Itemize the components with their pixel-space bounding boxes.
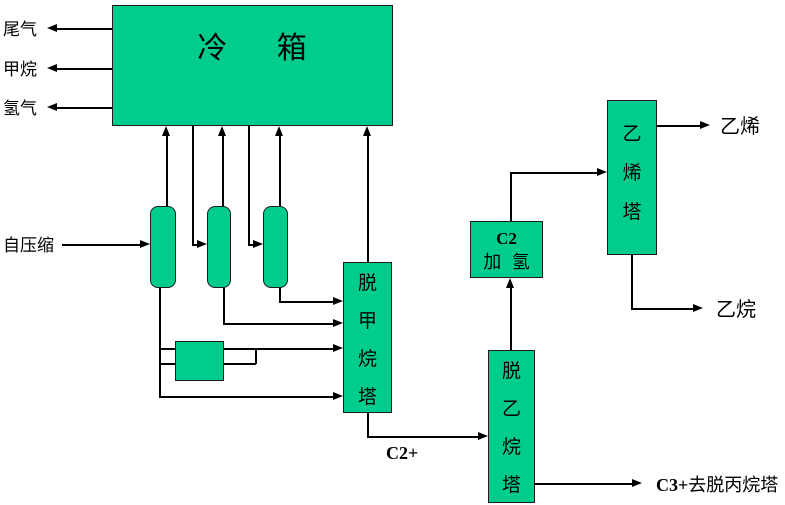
coldbox-to-drum3-stub <box>248 244 254 246</box>
demethanizer-feed1-line <box>279 301 333 303</box>
methane-line <box>57 68 112 70</box>
demethanizer-overhead-line <box>367 136 369 262</box>
coldbox-to-drum2-stub <box>192 244 198 246</box>
c2-hydrogenation-line1: C2 <box>496 229 517 248</box>
drum1-overhead-arrowhead <box>162 126 170 136</box>
demethanizer-overhead-arrowhead <box>363 126 371 136</box>
ethylene-product-line <box>657 125 700 127</box>
tail-gas-arrowhead <box>47 24 57 32</box>
drum2-overhead-line <box>222 136 224 206</box>
ethylene-tower-label: 乙烯塔 <box>622 124 642 223</box>
drum3-overhead-arrowhead <box>275 126 283 136</box>
c3plus-line <box>535 483 633 485</box>
c2plus-drop-line <box>367 413 369 437</box>
deethanizer-overhead-arrowhead <box>506 278 514 288</box>
drum2-bottoms-line <box>223 288 225 324</box>
methane-arrowhead <box>47 64 57 72</box>
demethanizer-label: 脱甲烷塔 <box>357 273 377 408</box>
c3plus-label-suffix: 去脱丙烷塔 <box>688 475 779 495</box>
feed-line <box>62 244 140 246</box>
demethanizer-feed3-arrowhead <box>333 344 343 352</box>
cold-box: 冷 箱 <box>112 5 393 126</box>
methane-label: 甲烷 <box>3 60 37 79</box>
deethanizer-tower: 脱乙烷塔 <box>488 350 535 503</box>
drum1-bottoms-line <box>159 288 161 397</box>
c3plus-label-prefix: C3+ <box>656 475 689 495</box>
ethane-drop-line <box>631 255 633 309</box>
c2-hydrogenation-box: C2 加 氢 <box>470 221 543 278</box>
tail-gas-line <box>57 28 112 30</box>
coldbox-to-drum3-arrowhead <box>253 240 263 248</box>
ethylene-tower-feed-line <box>510 172 597 174</box>
deethanizer-overhead-line <box>510 288 512 350</box>
c2plus-line <box>367 436 479 438</box>
ethane-product-arrowhead <box>693 304 703 312</box>
ethylene-product-label: 乙烯 <box>720 116 760 138</box>
deethanizer-label: 脱乙烷塔 <box>501 361 521 496</box>
demethanizer-feed2-arrowhead <box>333 319 343 327</box>
ethylene-product-arrowhead <box>700 121 710 129</box>
exchanger-left-outlet-line <box>159 363 175 365</box>
feed-label: 自压缩 <box>3 236 54 255</box>
coldbox-to-drum2-arrowhead <box>197 240 207 248</box>
c3plus-label: C3+去脱丙烷塔 <box>656 476 778 495</box>
hydrogen-arrowhead <box>47 103 57 111</box>
c2-hydrogenation-line2: 加 氢 <box>483 252 530 272</box>
drum3-overhead-line <box>279 136 281 206</box>
demethanizer-tower: 脱甲烷塔 <box>343 262 392 413</box>
demethanizer-feed4-arrowhead <box>333 392 343 400</box>
drum3-bottoms-line <box>279 288 281 302</box>
c2plus-label: C2+ <box>386 443 419 463</box>
c2hydro-outlet-riser-line <box>510 173 512 221</box>
exchanger-box <box>175 341 224 381</box>
tail-gas-label: 尾气 <box>3 20 37 39</box>
hydrogen-line <box>57 107 112 109</box>
drum1-overhead-line <box>166 136 168 206</box>
c2plus-arrowhead <box>478 432 488 440</box>
separator-drum-2 <box>207 206 231 288</box>
feed-arrowhead <box>140 240 150 248</box>
cold-box-label: 冷 箱 <box>197 32 308 65</box>
drum1-to-exchanger-line <box>159 348 175 350</box>
separator-drum-1 <box>150 206 176 288</box>
hydrogen-label: 氢气 <box>3 99 37 118</box>
demethanizer-feed4-line <box>159 396 334 398</box>
demethanizer-feed2-line <box>223 323 333 325</box>
exchanger-right-outlet-line <box>224 363 256 365</box>
coldbox-to-drum2-line <box>192 126 194 245</box>
separator-drum-3 <box>263 206 288 288</box>
exchanger-outlet-riser-line <box>255 348 257 364</box>
coldbox-to-drum3-line <box>248 126 250 245</box>
ethylene-tower-feed-arrowhead <box>597 168 607 176</box>
c3plus-arrowhead <box>632 479 642 487</box>
demethanizer-feed3-line <box>224 348 334 350</box>
demethanizer-feed1-arrowhead <box>333 297 343 305</box>
ethane-product-line <box>631 308 693 310</box>
drum2-overhead-arrowhead <box>218 126 226 136</box>
ethane-product-label: 乙烷 <box>716 299 756 321</box>
c2-hydrogenation-label: C2 加 氢 <box>471 227 542 275</box>
ethylene-tower: 乙烯塔 <box>607 100 657 255</box>
